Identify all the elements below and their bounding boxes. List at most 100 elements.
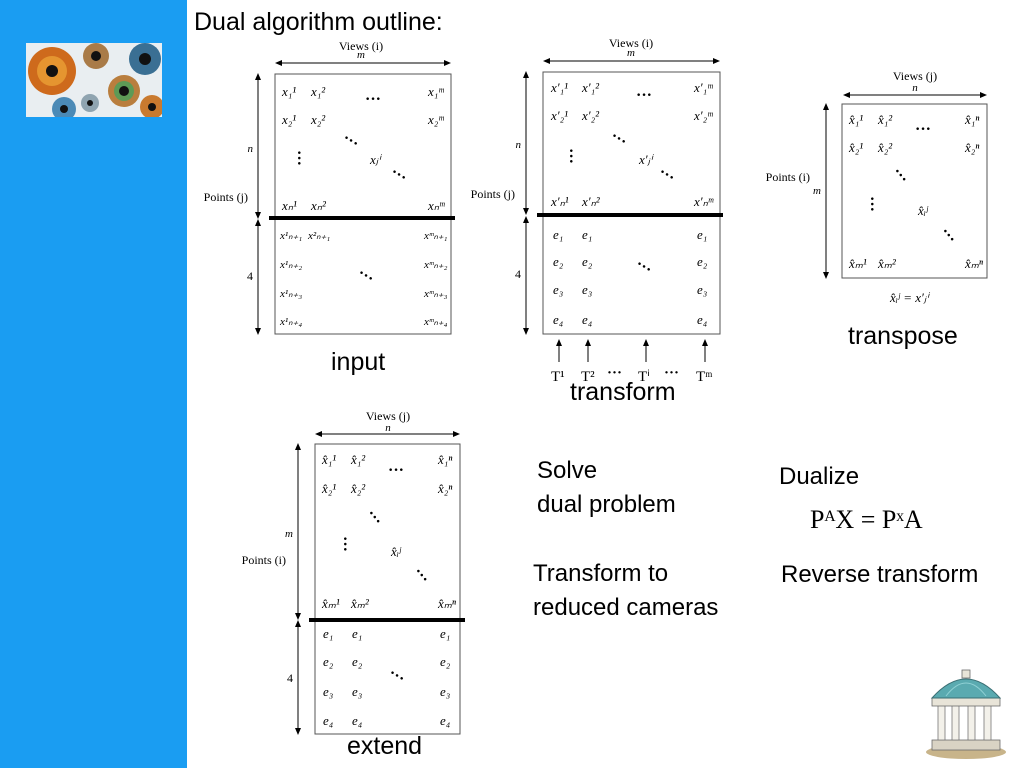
svg-text:n: n bbox=[912, 82, 918, 94]
svg-text:···: ··· bbox=[655, 164, 678, 187]
svg-text:x̂₁ⁿ: x̂₁ⁿ bbox=[437, 452, 453, 467]
svg-text:x̂ₘ²: x̂ₘ² bbox=[350, 596, 370, 611]
svg-text:e₁: e₁ bbox=[440, 626, 450, 641]
svg-text:e₂: e₂ bbox=[352, 654, 363, 669]
svg-text:4: 4 bbox=[287, 671, 293, 685]
svg-text:···: ··· bbox=[385, 665, 408, 688]
svg-text:x′₁ᵐ: x′₁ᵐ bbox=[693, 80, 713, 95]
svg-text:e₄: e₄ bbox=[352, 713, 363, 728]
svg-text:m: m bbox=[813, 185, 821, 197]
svg-text:xⱼⁱ: xⱼⁱ bbox=[369, 152, 382, 167]
svg-text:x′₁¹: x′₁¹ bbox=[550, 80, 568, 95]
svg-text:xᵐₙ₊₂: xᵐₙ₊₂ bbox=[423, 259, 448, 271]
svg-text:···: ··· bbox=[354, 265, 377, 288]
svg-text:x̂₂¹: x̂₂¹ bbox=[321, 481, 336, 496]
svg-text:Points (i): Points (i) bbox=[766, 170, 810, 184]
svg-text:xᵐₙ₊₁: xᵐₙ₊₁ bbox=[423, 230, 448, 242]
svg-text:x₁¹: x₁¹ bbox=[281, 84, 296, 99]
svg-text:e₄: e₄ bbox=[582, 312, 593, 327]
svg-text:x̂ₘⁿ: x̂ₘⁿ bbox=[437, 596, 457, 611]
svg-text:x₂ᵐ: x₂ᵐ bbox=[427, 112, 444, 127]
svg-text:4: 4 bbox=[515, 267, 521, 281]
svg-text:xₙᵐ: xₙᵐ bbox=[427, 198, 445, 213]
svg-text:x̂ₘⁿ: x̂ₘⁿ bbox=[964, 256, 984, 271]
four-label: 4 bbox=[247, 269, 253, 283]
svg-text:e₃: e₃ bbox=[553, 282, 563, 297]
svg-text:x′₂¹: x′₂¹ bbox=[550, 108, 568, 123]
svg-text:n: n bbox=[516, 139, 522, 151]
svg-text:e₁: e₁ bbox=[582, 227, 592, 242]
svg-text:x₁ᵐ: x₁ᵐ bbox=[427, 84, 444, 99]
svg-text:e₁: e₁ bbox=[323, 626, 333, 641]
svg-text:xᵐₙ₊₃: xᵐₙ₊₃ bbox=[423, 288, 448, 300]
transform-dots: ··· ··· ··· ··· ··· bbox=[562, 87, 678, 279]
svg-text:x′₂ᵐ: x′₂ᵐ bbox=[693, 108, 713, 123]
svg-text:···: ··· bbox=[664, 365, 679, 381]
svg-text:···: ··· bbox=[636, 87, 652, 104]
caption-input: input bbox=[331, 348, 386, 376]
svg-text:x′ₙᵐ: x′ₙᵐ bbox=[693, 194, 714, 209]
svg-text:x̂ₘ¹: x̂ₘ¹ bbox=[321, 596, 340, 611]
dualize-equation: PᴬX = PˣA bbox=[810, 505, 923, 534]
svg-text:e₄: e₄ bbox=[697, 312, 708, 327]
svg-text:e₄: e₄ bbox=[553, 312, 564, 327]
svg-text:x̂₂ⁿ: x̂₂ⁿ bbox=[437, 481, 453, 496]
svg-text:···: ··· bbox=[607, 365, 622, 381]
svg-text:···: ··· bbox=[410, 564, 433, 587]
svg-text:e₂: e₂ bbox=[440, 654, 451, 669]
svg-text:···: ··· bbox=[363, 506, 386, 529]
svg-text:x₂²: x₂² bbox=[310, 112, 326, 127]
step-reverse-transform: Reverse transform bbox=[781, 561, 979, 588]
svg-text:x′ₙ¹: x′ₙ¹ bbox=[550, 194, 569, 209]
svg-text:···: ··· bbox=[889, 164, 912, 187]
svg-text:Views (i): Views (i) bbox=[609, 36, 653, 50]
n-label: n bbox=[248, 143, 254, 155]
svg-text:m: m bbox=[285, 528, 293, 540]
m-label: m bbox=[357, 49, 365, 61]
svg-text:m: m bbox=[627, 47, 635, 59]
svg-text:e₃: e₃ bbox=[440, 684, 450, 699]
svg-text:e₃: e₃ bbox=[582, 282, 592, 297]
svg-text:e₂: e₂ bbox=[697, 254, 708, 269]
svg-text:···: ··· bbox=[339, 130, 362, 153]
svg-text:x̂₁ⁿ: x̂₁ⁿ bbox=[964, 112, 980, 127]
svg-text:Points (j): Points (j) bbox=[471, 187, 515, 201]
svg-text:Tⁱ: Tⁱ bbox=[638, 369, 650, 385]
svg-text:x₁²: x₁² bbox=[310, 84, 326, 99]
svg-text:x₂¹: x₂¹ bbox=[281, 112, 296, 127]
transpose-equation: x̂ᵢʲ = x′ⱼⁱ bbox=[889, 290, 930, 305]
svg-text:e₂: e₂ bbox=[553, 254, 564, 269]
svg-text:x²ₙ₊₁: x²ₙ₊₁ bbox=[307, 230, 330, 242]
svg-text:x̂ₘ¹: x̂ₘ¹ bbox=[848, 256, 867, 271]
points-j-label: Points (j) bbox=[204, 190, 248, 204]
svg-text:x̂₂²: x̂₂² bbox=[877, 140, 893, 155]
caption-extend: extend bbox=[347, 732, 423, 760]
svg-text:e₂: e₂ bbox=[582, 254, 593, 269]
svg-text:···: ··· bbox=[915, 121, 931, 138]
svg-text:T¹: T¹ bbox=[551, 369, 565, 385]
svg-text:Views (j): Views (j) bbox=[366, 409, 410, 423]
svg-text:xᵐₙ₊₄: xᵐₙ₊₄ bbox=[423, 316, 448, 328]
svg-text:xₙ¹: xₙ¹ bbox=[281, 198, 297, 213]
svg-text:e₁: e₁ bbox=[697, 227, 707, 242]
svg-text:···: ··· bbox=[365, 91, 381, 108]
svg-text:x̂ᵢʲ: x̂ᵢʲ bbox=[390, 544, 402, 559]
svg-text:x′₁²: x′₁² bbox=[581, 80, 600, 95]
svg-text:x̂₂²: x̂₂² bbox=[350, 481, 366, 496]
svg-text:x̂ₘ²: x̂ₘ² bbox=[877, 256, 897, 271]
svg-text:x̂₁²: x̂₁² bbox=[350, 452, 366, 467]
dome-building-icon bbox=[918, 660, 1018, 760]
svg-text:x′ₙ²: x′ₙ² bbox=[581, 194, 601, 209]
svg-text:x̂₁²: x̂₁² bbox=[877, 112, 893, 127]
eye-photos-logo bbox=[26, 43, 162, 117]
svg-text:e₃: e₃ bbox=[697, 282, 707, 297]
svg-text:xₙ²: xₙ² bbox=[310, 198, 327, 213]
svg-text:···: ··· bbox=[336, 536, 353, 552]
